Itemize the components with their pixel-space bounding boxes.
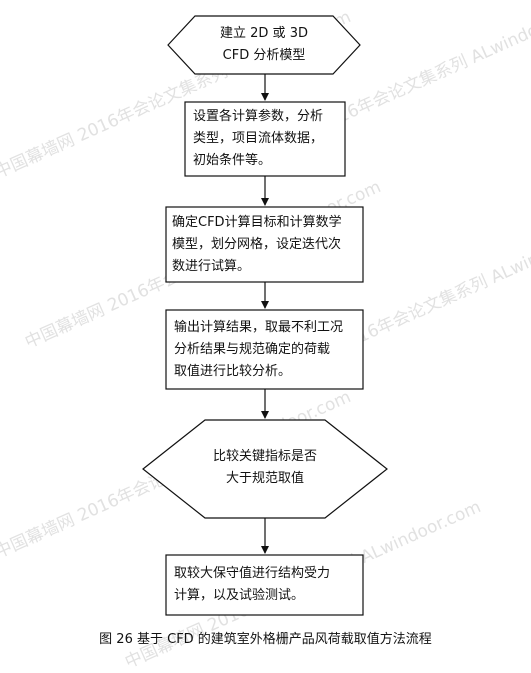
output-node-text: 输出计算结果，取最不利工况 分析结果与规范确定的荷载 取值进行比较分析。 xyxy=(174,317,362,383)
params-box xyxy=(184,101,346,177)
final-line-2: 计算，以及试验测试。 xyxy=(174,588,305,603)
params-line-3: 初始条件等。 xyxy=(193,153,272,168)
output-box xyxy=(165,309,364,390)
output-line-2: 分析结果与规范确定的荷载 xyxy=(174,342,331,357)
targets-line-2: 模型，划分网格，设定迭代次 xyxy=(172,237,342,252)
params-node-text: 设置各计算参数，分析 类型，项目流体数据， 初始条件等。 xyxy=(193,106,343,172)
start-line-2: CFD 分析模型 xyxy=(222,48,306,63)
output-line-3: 取值进行比较分析。 xyxy=(174,364,292,379)
start-hexagon xyxy=(167,15,361,75)
decision-line-1: 比较关键指标是否 xyxy=(212,449,317,464)
flowchart-diagram xyxy=(142,15,388,616)
targets-line-3: 数进行试算。 xyxy=(172,259,251,274)
targets-line-1: 确定CFD计算目标和计算数学 xyxy=(172,215,342,230)
final-node-text: 取较大保守值进行结构受力 计算，以及试验测试。 xyxy=(174,563,362,607)
start-line-1: 建立 2D 或 3D xyxy=(220,26,308,41)
decision-line-2: 大于规范取值 xyxy=(225,471,304,486)
start-node-text: 建立 2D 或 3D CFD 分析模型 xyxy=(180,23,348,67)
figure-caption: 图 26 基于 CFD 的建筑室外格栅产品风荷载取值方法流程 xyxy=(99,632,432,647)
output-line-1: 输出计算结果，取最不利工况 xyxy=(174,320,344,335)
decision-node-text: 比较关键指标是否 大于规范取值 xyxy=(185,446,345,490)
final-line-1: 取较大保守值进行结构受力 xyxy=(174,566,331,581)
targets-node-text: 确定CFD计算目标和计算数学 模型，划分网格，设定迭代次 数进行试算。 xyxy=(172,212,362,278)
targets-box xyxy=(165,206,364,283)
final-box xyxy=(165,554,364,616)
params-line-1: 设置各计算参数，分析 xyxy=(193,109,324,124)
decision-hexagon xyxy=(142,419,388,519)
params-line-2: 类型，项目流体数据， xyxy=(193,131,324,146)
